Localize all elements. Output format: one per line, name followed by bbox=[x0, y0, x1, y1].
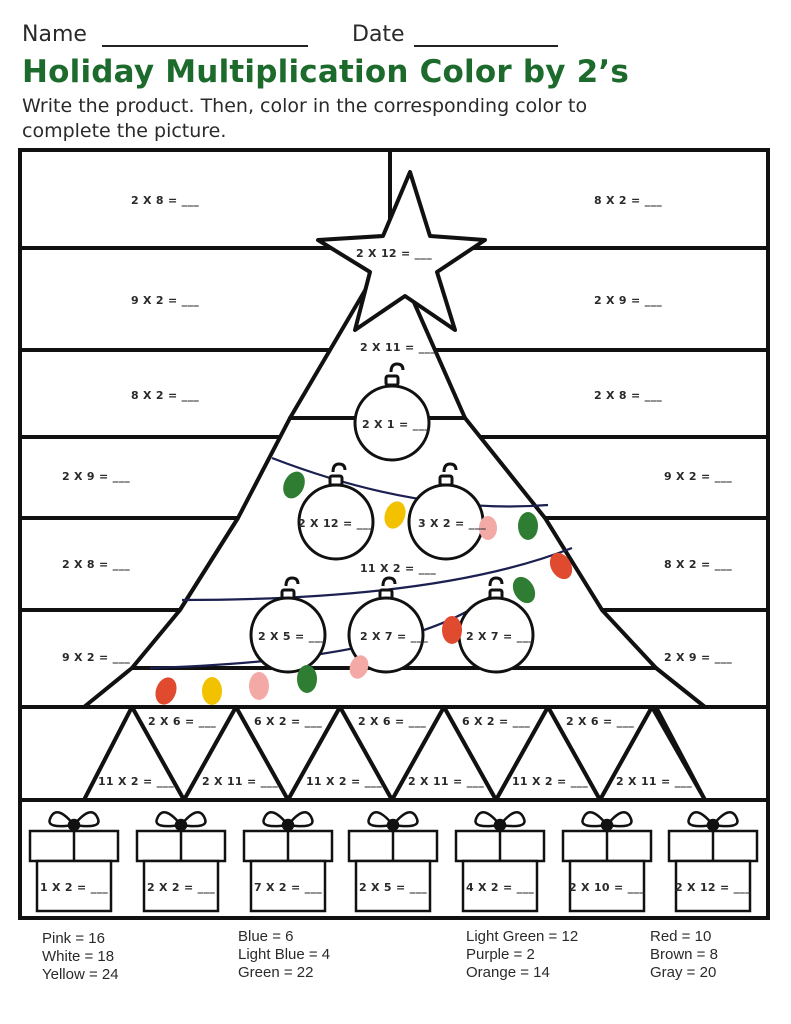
key-brown: Brown = 8 bbox=[650, 946, 718, 963]
problem-problems.band-up.5: 2 X 11 = ___ bbox=[616, 775, 692, 788]
ornament-low-2[interactable] bbox=[347, 576, 425, 674]
problem-problems.band-up.1: 2 X 11 = ___ bbox=[202, 775, 278, 788]
problem-problems.band-top.3: 6 X 2 = ___ bbox=[462, 715, 530, 728]
problem-problems.tree-top: 2 X 11 = ___ bbox=[360, 341, 436, 354]
key-light-green: Light Green = 12 bbox=[466, 928, 579, 945]
problem-problems.band-up.4: 11 X 2 = ___ bbox=[512, 775, 588, 788]
light-yellow-2 bbox=[202, 677, 222, 705]
problem-problems.bg-r6-right: 2 X 9 = ___ bbox=[664, 651, 732, 664]
key-white: White = 18 bbox=[42, 948, 115, 965]
light-red-3 bbox=[155, 677, 177, 705]
problem-problems.orn-low-1: 2 X 5 = ___ bbox=[258, 630, 326, 643]
gift-1[interactable] bbox=[28, 811, 120, 913]
gift-5[interactable] bbox=[454, 811, 546, 913]
problem-problems.bg-r1-left: 2 X 8 = ___ bbox=[131, 194, 199, 207]
problem-problems.band-top.4: 2 X 6 = ___ bbox=[566, 715, 634, 728]
garland-2 bbox=[181, 546, 573, 602]
region-tree-skirt[interactable] bbox=[82, 666, 707, 709]
light-red-2 bbox=[442, 616, 462, 644]
gift-2[interactable] bbox=[135, 811, 227, 913]
key-red: Red = 10 bbox=[650, 928, 712, 945]
problem-problems.bg-r6-left: 9 X 2 = ___ bbox=[62, 651, 130, 664]
color-key-col-4: Red = 10 Brown = 8 Gray = 20 bbox=[650, 928, 718, 982]
region-bg-r1-right[interactable] bbox=[388, 148, 770, 250]
star-topper[interactable] bbox=[316, 170, 487, 332]
problem-problems.gifts.1: 2 X 2 = ___ bbox=[147, 881, 215, 894]
color-key-col-3: Light Green = 12 Purple = 2 Orange = 14 bbox=[466, 928, 578, 982]
problem-problems.band-up.2: 11 X 2 = ___ bbox=[306, 775, 382, 788]
problem-problems.bg-r1-right: 8 X 2 = ___ bbox=[594, 194, 662, 207]
key-orange: Orange = 14 bbox=[466, 964, 550, 981]
problem-problems.band-top.1: 6 X 2 = ___ bbox=[254, 715, 322, 728]
problem-problems.band-top.2: 2 X 6 = ___ bbox=[358, 715, 426, 728]
problem-problems.orn-low-3: 2 X 7 = ___ bbox=[466, 630, 534, 643]
problem-problems.bg-r3-right: 2 X 8 = ___ bbox=[594, 389, 662, 402]
key-gray: Gray = 20 bbox=[650, 964, 717, 981]
problem-problems.band-top.0: 2 X 6 = ___ bbox=[148, 715, 216, 728]
problem-problems.orn-top: 2 X 1 = ___ bbox=[362, 418, 430, 431]
light-green-1 bbox=[283, 471, 305, 499]
ornament-mid-right[interactable] bbox=[407, 462, 485, 561]
light-green-3 bbox=[512, 576, 536, 604]
name-line[interactable] bbox=[102, 45, 308, 47]
problem-problems.bg-r2-right: 2 X 9 = ___ bbox=[594, 294, 662, 307]
light-red-1 bbox=[549, 552, 573, 580]
problem-problems.orn-mid-left: 2 X 12 = ___ bbox=[298, 517, 374, 530]
region-bg-r1-left[interactable] bbox=[18, 148, 392, 250]
problem-problems.band-up.0: 11 X 2 = ___ bbox=[98, 775, 174, 788]
ornament-top[interactable] bbox=[353, 362, 431, 462]
date-line[interactable] bbox=[414, 45, 558, 47]
key-purple: Purple = 2 bbox=[466, 946, 535, 963]
gift-4[interactable] bbox=[347, 811, 439, 913]
problem-problems.orn-low-2: 2 X 7 = ___ bbox=[360, 630, 428, 643]
problem-problems.gifts.3: 2 X 5 = ___ bbox=[359, 881, 427, 894]
color-key-col-1: Pink = 16 White = 18 Yellow = 24 bbox=[42, 930, 119, 984]
light-pink-3 bbox=[249, 672, 269, 700]
problem-problems.gifts.2: 7 X 2 = ___ bbox=[254, 881, 322, 894]
gift-6[interactable] bbox=[561, 811, 653, 913]
page-title: Holiday Multiplication Color by 2’s bbox=[22, 54, 630, 90]
light-green-2 bbox=[518, 512, 538, 540]
color-key-col-2: Blue = 6 Light Blue = 4 Green = 22 bbox=[238, 928, 330, 982]
key-blue: Blue = 6 bbox=[238, 928, 294, 945]
problem-problems.bg-r3-left: 8 X 2 = ___ bbox=[131, 389, 199, 402]
problem-problems.orn-mid-right: 3 X 2 = ___ bbox=[418, 517, 486, 530]
key-yellow: Yellow = 24 bbox=[42, 966, 119, 983]
light-yellow-1 bbox=[384, 501, 406, 529]
problem-problems.bg-r4-left: 2 X 9 = ___ bbox=[62, 470, 130, 483]
light-green-4 bbox=[297, 665, 317, 693]
date-label: Date bbox=[352, 22, 405, 47]
light-pink-1 bbox=[479, 516, 497, 540]
problem-problems.gifts.0: 1 X 2 = ___ bbox=[40, 881, 108, 894]
problem-problems.bg-r5-left: 2 X 8 = ___ bbox=[62, 558, 130, 571]
name-label: Name bbox=[22, 22, 87, 47]
problem-problems.bg-r2-left: 9 X 2 = ___ bbox=[131, 294, 199, 307]
problem-problems.bg-r4-right: 9 X 2 = ___ bbox=[664, 470, 732, 483]
problem-problems.gifts.4: 4 X 2 = ___ bbox=[466, 881, 534, 894]
problem-problems.gifts.5: 2 X 10 = ___ bbox=[569, 881, 645, 894]
garland-1 bbox=[271, 456, 549, 508]
ornament-mid-left[interactable] bbox=[297, 462, 375, 561]
problem-problems.band-up.3: 2 X 11 = ___ bbox=[408, 775, 484, 788]
key-pink: Pink = 16 bbox=[42, 930, 105, 947]
ornament-low-1[interactable] bbox=[249, 576, 327, 674]
key-green: Green = 22 bbox=[238, 964, 314, 981]
light-pink-2 bbox=[349, 655, 369, 679]
key-light-blue: Light Blue = 4 bbox=[238, 946, 331, 963]
gift-7[interactable] bbox=[667, 811, 759, 913]
region-bg-r2-left[interactable] bbox=[18, 246, 392, 352]
instructions: Write the product. Then, color in the co… bbox=[22, 95, 588, 142]
problem-problems.gifts.6: 2 X 12 = ___ bbox=[675, 881, 751, 894]
gift-3[interactable] bbox=[242, 811, 334, 913]
problem-problems.bg-r5-right: 8 X 2 = ___ bbox=[664, 558, 732, 571]
problem-problems.star: 2 X 12 = ___ bbox=[356, 247, 432, 260]
problem-problems.tree-mid: 11 X 2 = ___ bbox=[360, 562, 436, 575]
